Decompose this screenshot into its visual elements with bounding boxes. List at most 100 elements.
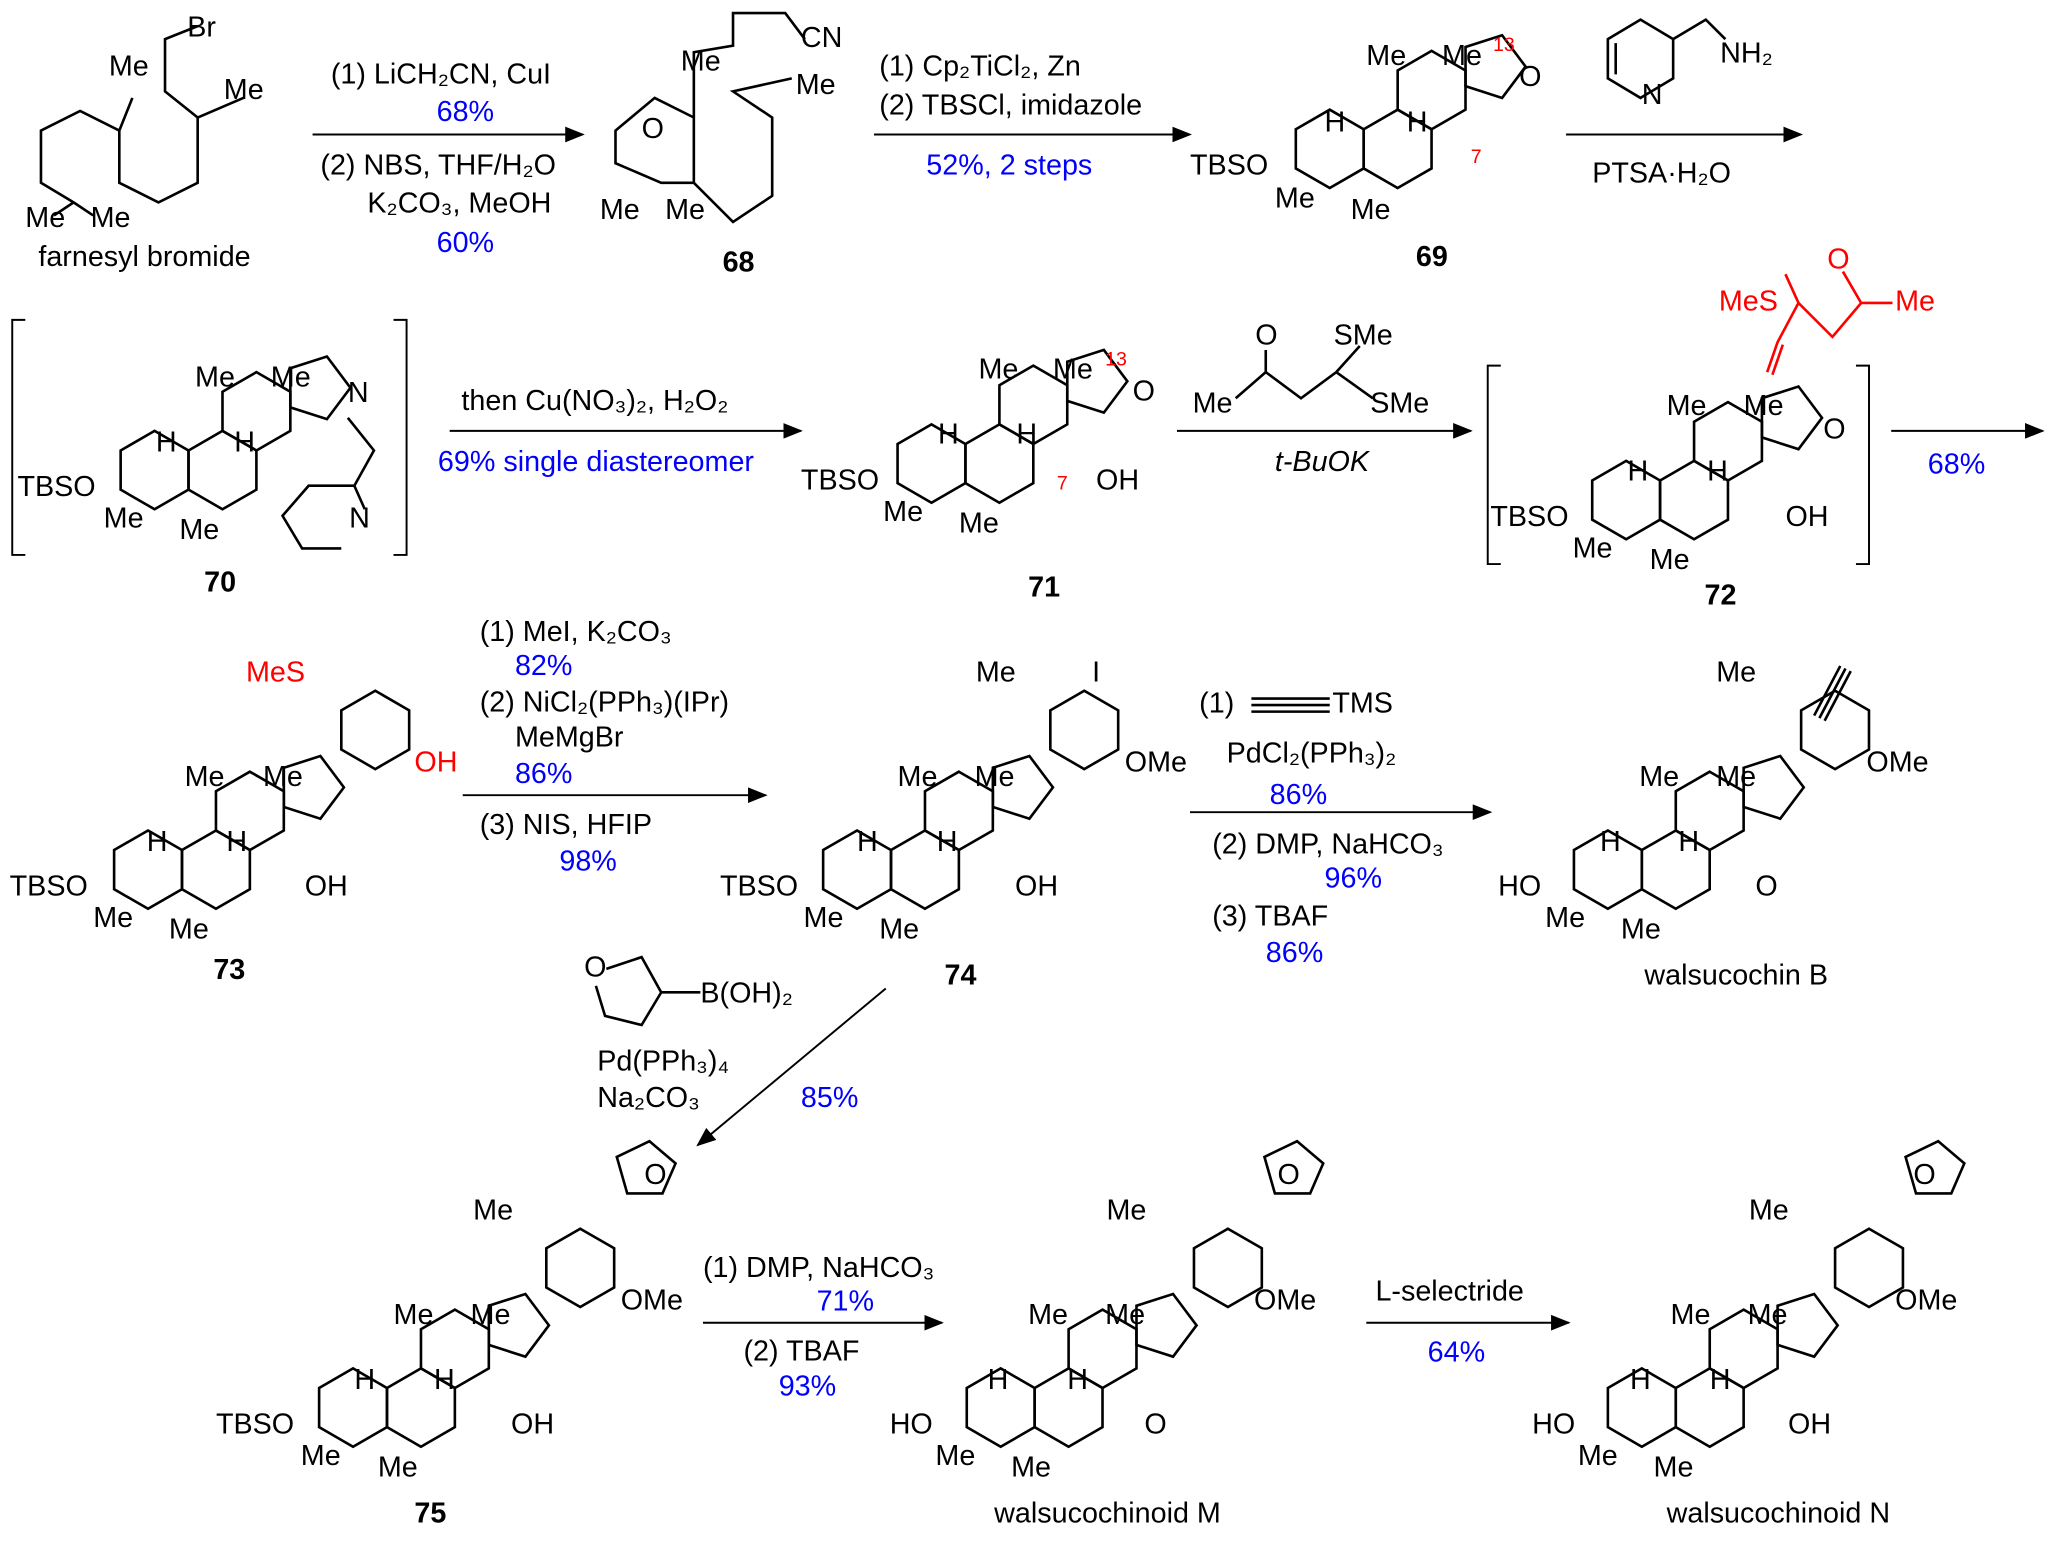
compound-72: MeS O Me Me Me O H H TBSO OH Me Me 72: [1490, 244, 1935, 612]
atom-label: Me: [1106, 1194, 1146, 1226]
atom-label: B(OH)₂: [700, 978, 793, 1010]
reagent-text: L-selectride: [1375, 1275, 1523, 1307]
atom-label: Me: [1193, 387, 1233, 419]
furan-ring: [1904, 1139, 1966, 1195]
bracket-72-left: [1486, 364, 1501, 566]
atom-label: SMe: [1370, 387, 1429, 419]
atom-label: Me: [104, 502, 144, 534]
atom-label: H: [937, 826, 958, 858]
atom-label: Me: [1621, 914, 1661, 946]
atom-label: O: [644, 1159, 666, 1191]
atom-label: O: [642, 113, 664, 145]
compound-name: farnesyl bromide: [38, 241, 250, 273]
atom-label: TBSO: [720, 870, 798, 902]
yield-text: 68%: [437, 96, 494, 128]
conditions-step10: (1) DMP, NaHCO₃ 71% (2) TBAF 93%: [703, 1252, 934, 1403]
ring-d: [1065, 348, 1129, 415]
atom-label: Me: [271, 361, 311, 393]
ring-a: [1590, 459, 1662, 541]
atom-label: OMe: [1866, 746, 1928, 778]
aromatic-ring-e: [1192, 1227, 1264, 1309]
compound-number: 74: [945, 959, 977, 991]
atom-label: OMe: [621, 1284, 683, 1316]
atom-label: Me: [1744, 390, 1784, 422]
atom-label: OH: [1788, 1408, 1831, 1440]
aromatic-ring-e: [1049, 689, 1120, 771]
atom-label: O: [1133, 376, 1155, 408]
aromatic-ring-e: [545, 1227, 616, 1309]
atom-label: Me: [1275, 182, 1315, 214]
atom-label: H: [857, 826, 878, 858]
atom-label: H: [226, 826, 247, 858]
compound-number: 75: [414, 1497, 446, 1529]
atom-label: H: [1407, 107, 1428, 139]
atom-label: OH: [1015, 870, 1058, 902]
atom-label: TBSO: [17, 471, 95, 503]
atom-label: Me: [1667, 390, 1707, 422]
atom-label: Me: [169, 914, 209, 946]
atom-label: Br: [187, 11, 216, 43]
atom-label: OMe: [1254, 1284, 1316, 1316]
atom-label: OMe: [1895, 1284, 1957, 1316]
atom-label: OH: [1785, 501, 1828, 533]
atom-label: H: [988, 1364, 1009, 1396]
reagent-text: (2) TBSCl, imidazole: [879, 90, 1142, 122]
atom-label: CN: [801, 22, 842, 54]
atom-label: Me: [879, 914, 919, 946]
atom-label: Me: [1545, 902, 1585, 934]
aromatic-ring-e: [1833, 1227, 1905, 1309]
atom-label: Me: [93, 902, 133, 934]
bracket-70-right: [393, 318, 408, 556]
compound-farnesyl-bromide: Br Me Me Me Me farnesyl bromide: [25, 11, 263, 273]
atom-label: HO: [890, 1408, 933, 1440]
atom-label: Me: [1578, 1440, 1618, 1472]
atom-label: O: [1823, 413, 1845, 445]
atom-label: H: [354, 1364, 375, 1396]
ring-d: [289, 354, 353, 421]
furan-ring: [1262, 1139, 1325, 1195]
atom-label: MeS: [246, 656, 305, 688]
atom-label: Me: [978, 353, 1018, 385]
reagent-text: PTSA·H₂O: [1592, 158, 1731, 190]
conditions-step8: (1) TMS PdCl₂(PPh₃)₂ 86% (2) DMP, NaHCO₃…: [1199, 688, 1443, 969]
atom-label: TBSO: [1490, 501, 1568, 533]
atom-label: I: [1092, 656, 1100, 688]
reagent-text: (2) TBAF: [743, 1335, 859, 1367]
yield-text: 82%: [515, 650, 572, 682]
atom-label: MeS: [1719, 286, 1778, 318]
compound-name: walsucochin B: [1643, 959, 1828, 991]
yield-text: 71%: [817, 1286, 874, 1318]
atom-label: OH: [1096, 464, 1139, 496]
compound-70: Me Me N H H TBSO Me Me N 70: [17, 361, 376, 598]
atom-label: Me: [883, 496, 923, 528]
atom-label: Me: [109, 50, 149, 82]
yield-text: 64%: [1428, 1337, 1485, 1369]
atom-label: Me: [301, 1440, 341, 1472]
yield-text: 60%: [437, 227, 494, 259]
reagent-text: (2) DMP, NaHCO₃: [1212, 829, 1443, 861]
reagent-text: Na₂CO₃: [597, 1082, 700, 1114]
yield-text: 98%: [559, 846, 616, 878]
reagent-text: t-BuOK: [1275, 446, 1371, 478]
position-number: 7: [1057, 473, 1068, 495]
reagent-text: TMS: [1332, 688, 1393, 720]
yield-text: 86%: [515, 758, 572, 790]
atom-label: H: [1325, 107, 1346, 139]
ring-a: [317, 1366, 389, 1449]
reagent-text: (2) NBS, THF/H₂O: [320, 150, 556, 182]
conditions-step4: then Cu(NO₃)₂, H₂O₂ 69% single diastereo…: [438, 385, 755, 478]
reagent-text: then Cu(NO₃)₂, H₂O₂: [461, 385, 728, 417]
atom-label: N: [349, 502, 370, 534]
conditions-step6: 68%: [1928, 449, 1985, 481]
atom-label: Me: [91, 202, 131, 234]
atom-label: SMe: [1334, 319, 1393, 351]
atom-label: N: [1642, 79, 1663, 111]
atom-label: H: [1678, 826, 1699, 858]
atom-label: OH: [511, 1408, 554, 1440]
atom-label: TBSO: [216, 1408, 294, 1440]
reagent-text: (3) TBAF: [1212, 901, 1328, 933]
reagent-text: Pd(PPh₃)₄: [597, 1045, 729, 1077]
compound-walsucochinoid-n: O Me OMe Me Me H H HO OH Me Me walsucoch…: [1532, 1159, 1957, 1529]
atom-label: O: [1755, 870, 1777, 902]
position-number: 13: [1105, 349, 1127, 371]
